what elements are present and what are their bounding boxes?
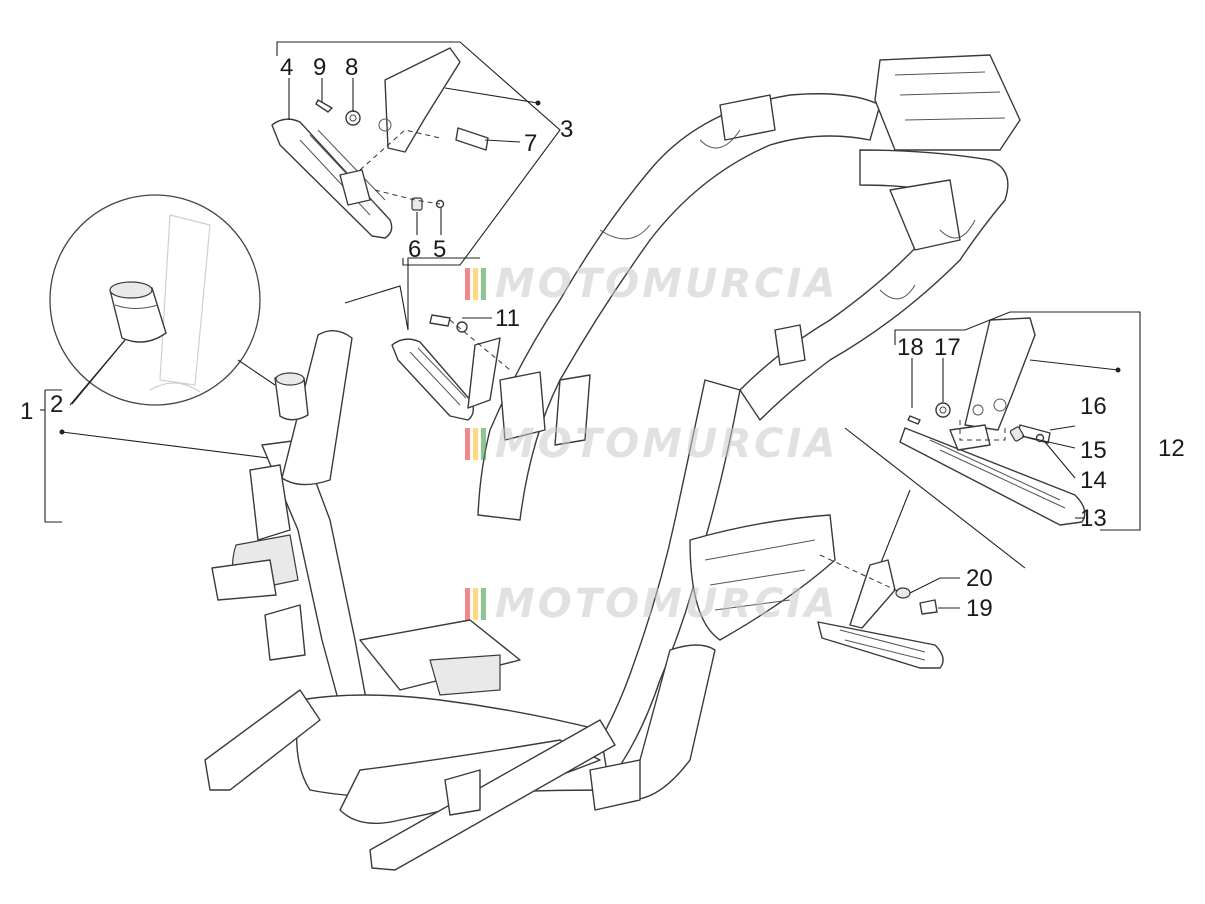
callout-8: 8 bbox=[345, 54, 358, 81]
lower-right-footrest-group bbox=[817, 554, 960, 669]
callout-1: 1 bbox=[20, 398, 33, 425]
watermark-color-bar bbox=[481, 588, 486, 620]
watermark-color-bar bbox=[473, 268, 478, 300]
callout-labels: 1 2 3 4 5 6 7 8 9 11 12 13 14 15 16 17 1… bbox=[20, 54, 1185, 622]
callout-16: 16 bbox=[1080, 393, 1107, 420]
watermark-text: MOTOMURCIA bbox=[495, 581, 838, 627]
callout-6: 6 bbox=[408, 236, 421, 263]
callout-13: 13 bbox=[1080, 505, 1107, 532]
callout-9: 9 bbox=[313, 54, 326, 81]
watermark-3: MOTOMURCIA bbox=[465, 581, 838, 627]
watermark-color-bar bbox=[465, 428, 470, 460]
callout-17: 17 bbox=[934, 334, 961, 361]
callout-14: 14 bbox=[1080, 467, 1107, 494]
callout-5: 5 bbox=[433, 236, 446, 263]
watermark-color-bar bbox=[481, 268, 486, 300]
callout-12: 12 bbox=[1158, 435, 1185, 462]
center-footrest-group bbox=[344, 257, 511, 421]
callout-7: 7 bbox=[524, 130, 537, 157]
watermark-color-bar bbox=[473, 428, 478, 460]
detail-circle-part-2 bbox=[49, 194, 309, 421]
callout-11: 11 bbox=[495, 305, 520, 332]
callout-2: 2 bbox=[50, 391, 63, 418]
callout-18: 18 bbox=[897, 334, 924, 361]
watermark-2: MOTOMURCIA bbox=[465, 421, 838, 467]
callout-4: 4 bbox=[280, 54, 293, 81]
watermark-color-bar bbox=[473, 588, 478, 620]
left-footrest-group bbox=[271, 41, 561, 266]
callout-19: 19 bbox=[966, 595, 993, 622]
callout-20: 20 bbox=[966, 565, 993, 592]
watermark-color-bar bbox=[481, 428, 486, 460]
scooter-frame bbox=[204, 54, 1021, 871]
right-footrest-group bbox=[844, 311, 1141, 569]
watermark-1: MOTOMURCIA bbox=[465, 261, 838, 307]
bracket-part-1-2 bbox=[40, 339, 269, 523]
watermark-text: MOTOMURCIA bbox=[495, 421, 838, 467]
watermark-text: MOTOMURCIA bbox=[495, 261, 838, 307]
callout-3: 3 bbox=[560, 116, 573, 143]
callout-15: 15 bbox=[1080, 437, 1107, 464]
watermark-color-bar bbox=[465, 588, 470, 620]
watermark-color-bar bbox=[465, 268, 470, 300]
